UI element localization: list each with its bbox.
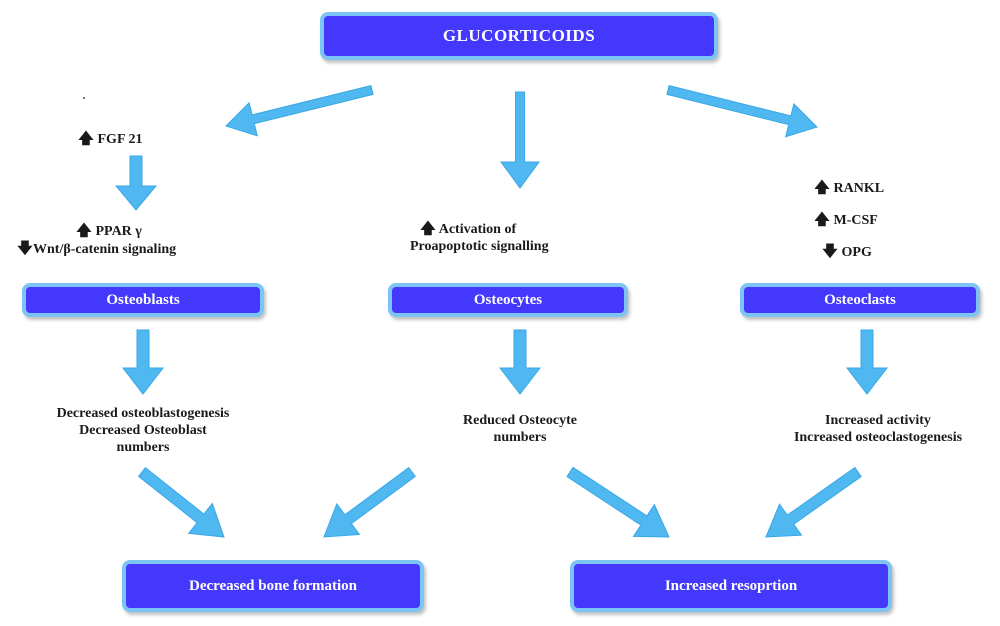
arrow-oc-to-resorp <box>566 466 670 538</box>
arrow-osteoblasts-down <box>121 329 165 395</box>
wnt-label: Wnt/β-catenin signaling <box>33 242 177 257</box>
osteocytes-node: Osteocytes <box>388 283 628 317</box>
arrow-ob-to-bone <box>137 466 225 538</box>
rankl-marker: 🡅 RANKL <box>814 172 884 204</box>
down-arrow-icon: 🡇 <box>822 242 838 260</box>
stray-dot <box>83 97 85 99</box>
resorption-label: Increased resoprtion <box>664 577 798 594</box>
opg-label: OPG <box>841 245 872 260</box>
osteoblasts-node: Osteoblasts <box>22 283 264 317</box>
arrow-to-middle-branch <box>500 91 540 189</box>
up-arrow-icon: 🡅 <box>420 219 436 237</box>
outcome-line: Decreased osteoblastogenesis <box>56 406 230 421</box>
arrow-osteoclasts-down <box>845 329 889 395</box>
activation-line: 🡅 Activation of <box>410 220 549 238</box>
up-arrow-icon: 🡅 <box>78 129 94 147</box>
arrow-osteocytes-down <box>498 329 542 395</box>
activation-label: Activation of <box>438 222 517 237</box>
proapoptotic-label: Proapoptotic signalling <box>410 239 549 254</box>
osteoblast-outcome: Decreased osteoblastogenesis Decreased O… <box>27 405 259 456</box>
resorption-node: Increased resoprtion <box>570 560 892 612</box>
mcsf-marker: 🡅 M-CSF <box>814 204 884 236</box>
arrow-oc-to-bone <box>323 466 417 538</box>
left-regulators: 🡅 PPAR γ 🡇Wnt/β-catenin signaling <box>17 222 176 258</box>
arrow-to-left-branch <box>225 84 374 137</box>
arrow-ocl-to-resorp <box>765 466 862 538</box>
proapoptotic-marker: 🡅 Activation of Proapoptotic signalling <box>410 220 549 255</box>
wnt-marker: 🡇Wnt/β-catenin signaling <box>17 240 176 258</box>
osteocyte-outcome: Reduced Osteocyte numbers <box>420 412 620 446</box>
ppar-gamma-label: PPAR γ <box>95 224 142 239</box>
outcome-line: numbers <box>493 430 547 445</box>
glucocorticoids-label: GLUCORTICOIDS <box>442 26 596 45</box>
down-arrow-icon: 🡇 <box>17 239 33 257</box>
fgf21-label: FGF 21 <box>97 132 143 147</box>
outcome-line: Decreased Osteoblast <box>79 423 207 438</box>
ppar-gamma-marker: 🡅 PPAR γ <box>17 222 176 240</box>
opg-marker: 🡇 OPG <box>814 236 884 268</box>
up-arrow-icon: 🡅 <box>814 210 830 228</box>
mcsf-label: M-CSF <box>833 213 878 228</box>
rankl-label: RANKL <box>833 181 885 196</box>
osteocytes-label: Osteocytes <box>473 291 543 308</box>
fgf21-marker: 🡅 FGF 21 <box>78 130 142 148</box>
osteoclast-outcome: Increased activity Increased osteoclasto… <box>758 412 998 446</box>
outcome-line: numbers <box>116 440 170 455</box>
osteoblasts-label: Osteoblasts <box>106 291 180 308</box>
arrow-fgf21-to-ppar <box>114 155 158 211</box>
outcome-line: Reduced Osteocyte <box>463 413 577 428</box>
up-arrow-icon: 🡅 <box>814 178 830 196</box>
bone-formation-node: Decreased bone formation <box>122 560 424 612</box>
right-regulators: 🡅 RANKL 🡅 M-CSF 🡇 OPG <box>814 172 884 268</box>
up-arrow-icon: 🡅 <box>76 221 92 239</box>
outcome-line: Increased activity <box>825 413 931 428</box>
glucocorticoids-node: GLUCORTICOIDS <box>320 12 718 60</box>
osteoclasts-node: Osteoclasts <box>740 283 980 317</box>
arrow-to-right-branch <box>666 84 818 138</box>
osteoclasts-label: Osteoclasts <box>824 291 896 308</box>
outcome-line: Increased osteoclastogenesis <box>793 430 963 445</box>
bone-formation-label: Decreased bone formation <box>188 577 358 594</box>
